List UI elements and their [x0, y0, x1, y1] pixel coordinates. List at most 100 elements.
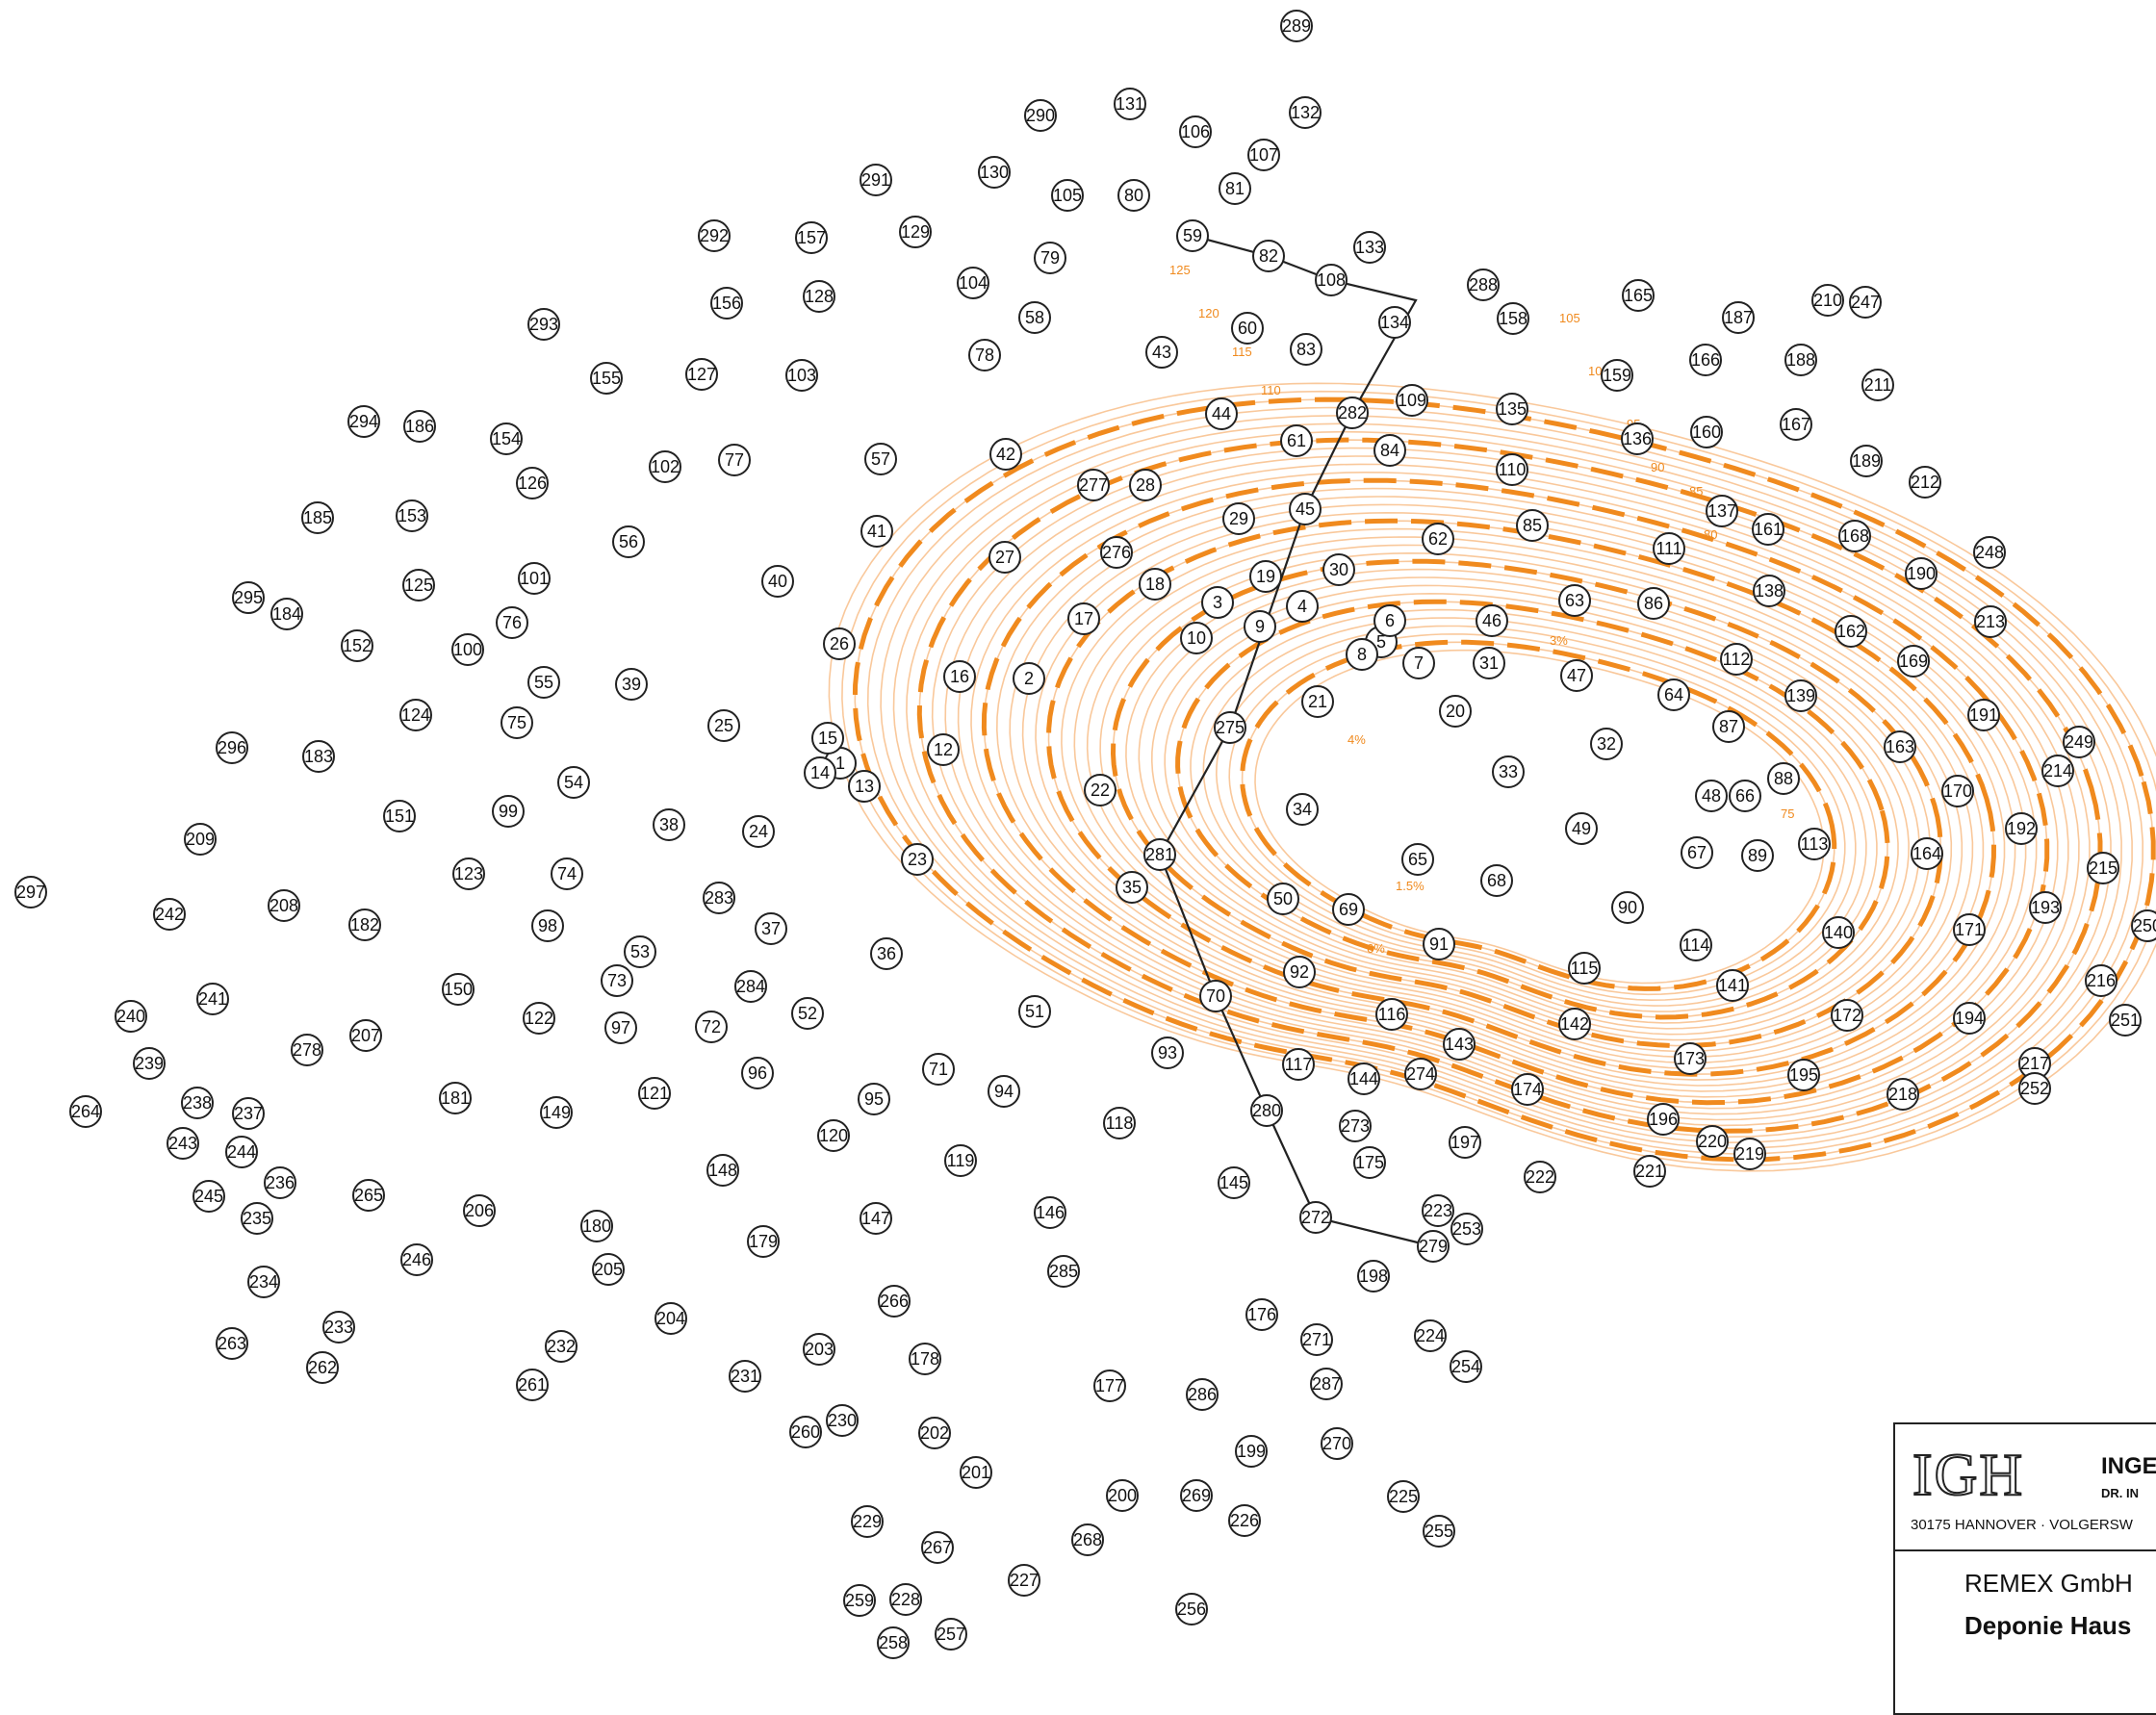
survey-point: 28 [1129, 469, 1162, 501]
survey-point-label: 193 [2031, 898, 2060, 917]
survey-point: 271 [1300, 1323, 1333, 1356]
survey-point-marker [1387, 1480, 1420, 1513]
survey-point-marker [1565, 812, 1598, 845]
survey-point-label: 91 [1429, 934, 1449, 954]
survey-point-label: 26 [830, 634, 849, 653]
survey-point: 44 [1205, 397, 1238, 430]
survey-point-marker [1414, 1319, 1447, 1352]
survey-point-marker [1831, 999, 1863, 1032]
survey-point-marker [988, 541, 1021, 574]
survey-point-label: 12 [934, 740, 953, 759]
survey-point-marker [399, 699, 432, 731]
survey-point-marker [1402, 647, 1435, 679]
survey-point: 297 [14, 876, 47, 909]
survey-point: 139 [1784, 679, 1817, 712]
survey-point-label: 21 [1308, 692, 1327, 711]
survey-point-marker [241, 1202, 273, 1235]
contour-label: 1.5% [1396, 879, 1424, 893]
survey-point-label: 40 [768, 572, 787, 591]
survey-point-label: 53 [630, 942, 650, 961]
survey-point-marker [268, 889, 300, 922]
survey-point: 42 [989, 438, 1022, 471]
survey-point-label: 247 [1851, 293, 1880, 312]
survey-point-marker [988, 1075, 1020, 1108]
survey-point-marker [167, 1127, 199, 1160]
survey-point-marker [1247, 139, 1280, 171]
survey-point: 57 [864, 443, 897, 475]
survey-point-label: 236 [266, 1173, 295, 1192]
survey-point-label: 203 [805, 1340, 834, 1359]
survey-point-marker [322, 1311, 355, 1344]
survey-point: 140 [1822, 916, 1855, 949]
survey-point-label: 100 [453, 640, 482, 659]
survey-point-label: 131 [1116, 94, 1144, 114]
survey-point: 49 [1565, 812, 1598, 845]
survey-point: 196 [1647, 1103, 1680, 1136]
survey-point: 259 [843, 1584, 876, 1617]
survey-point-marker [1071, 1523, 1104, 1556]
survey-point: 194 [1953, 1002, 1986, 1035]
company-name: INGE [2101, 1453, 2156, 1479]
survey-point-marker [1396, 384, 1428, 417]
survey-point: 220 [1696, 1125, 1729, 1158]
survey-point-label: 227 [1010, 1571, 1039, 1590]
survey-point-marker [935, 1618, 967, 1651]
survey-point-marker [302, 740, 335, 773]
survey-point: 264 [69, 1095, 102, 1128]
survey-point: 142 [1558, 1008, 1591, 1040]
survey-point-marker [927, 733, 960, 766]
survey-point: 125 [402, 569, 435, 602]
survey-point-label: 295 [234, 588, 263, 607]
survey-point: 109 [1396, 384, 1428, 417]
survey-point-marker [1145, 336, 1178, 369]
survey-point-label: 77 [725, 450, 744, 470]
survey-point-label: 228 [891, 1590, 920, 1609]
survey-point-marker [531, 909, 564, 942]
survey-point-label: 78 [975, 346, 994, 365]
survey-point: 119 [944, 1144, 977, 1177]
survey-point-marker [1139, 568, 1171, 601]
survey-point-marker [1401, 843, 1434, 876]
survey-point: 151 [383, 800, 416, 832]
survey-point-label: 121 [640, 1084, 669, 1103]
survey-point-marker [1310, 1368, 1343, 1400]
survey-point-label: 243 [168, 1134, 197, 1153]
survey-point: 155 [590, 362, 623, 395]
survey-point: 195 [1787, 1059, 1820, 1091]
survey-point-label: 188 [1786, 350, 1815, 370]
survey-point-marker [860, 164, 892, 196]
survey-point-label: 150 [444, 980, 473, 999]
survey-point: 33 [1492, 755, 1525, 788]
survey-point-label: 136 [1623, 429, 1652, 448]
survey-point: 202 [918, 1417, 951, 1449]
survey-point-marker [2085, 964, 2118, 997]
survey-point: 110 [1496, 453, 1528, 486]
survey-point-label: 146 [1036, 1203, 1065, 1222]
survey-point: 249 [2063, 726, 2095, 758]
survey-point-label: 251 [2111, 1011, 2140, 1030]
survey-point: 68 [1480, 864, 1513, 897]
survey-point-marker [1953, 913, 1986, 946]
survey-point: 74 [551, 858, 583, 890]
survey-point-label: 212 [1911, 473, 1939, 492]
client-name: REMEX GmbH [1964, 1569, 2133, 1598]
survey-point-label: 272 [1301, 1208, 1330, 1227]
contour-label: 115 [1232, 345, 1252, 359]
survey-point-label: 217 [2020, 1054, 2049, 1073]
survey-point-marker [291, 1034, 323, 1066]
survey-point-label: 57 [871, 449, 890, 469]
survey-point-marker [1282, 1048, 1315, 1081]
survey-point-marker [247, 1266, 280, 1298]
survey-point-marker [1621, 422, 1654, 455]
survey-point-marker [232, 581, 265, 614]
survey-point-label: 139 [1786, 686, 1815, 705]
survey-point-label: 224 [1416, 1326, 1445, 1345]
survey-point: 137 [1706, 495, 1738, 527]
survey-point: 55 [527, 666, 560, 699]
survey-point-marker [1024, 99, 1057, 132]
survey-point-label: 70 [1206, 986, 1225, 1006]
survey-point-label: 75 [507, 713, 526, 732]
survey-point-marker [1289, 493, 1322, 525]
survey-point-label: 196 [1649, 1110, 1678, 1129]
survey-point-marker [804, 756, 836, 789]
